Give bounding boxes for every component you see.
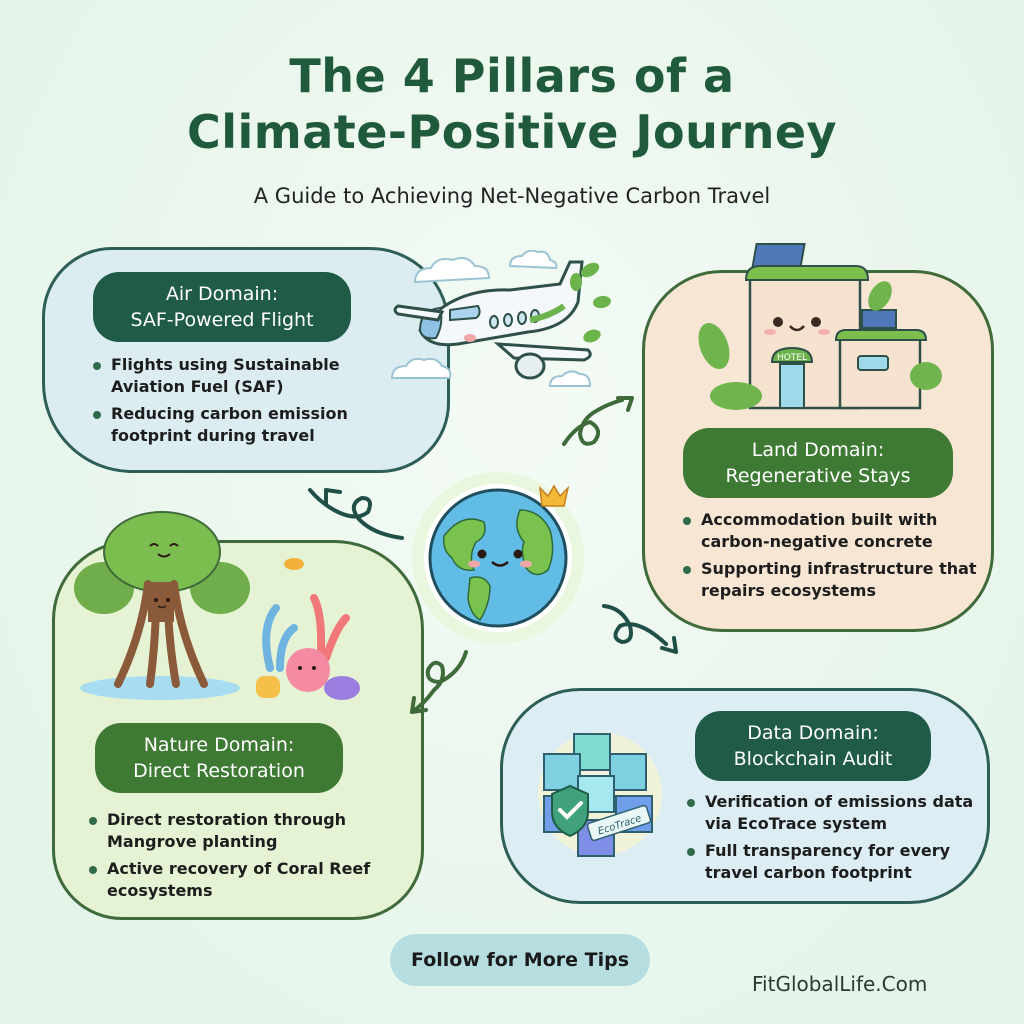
data-bullet: Full transparency for every travel carbo… bbox=[685, 840, 985, 884]
page-subtitle: A Guide to Achieving Net-Negative Carbon… bbox=[253, 184, 771, 208]
air-bullet: Reducing carbon emission footprint durin… bbox=[91, 403, 391, 447]
nature-bullet: Active recovery of Coral Reef ecosystems bbox=[87, 858, 397, 902]
air-bullet: Flights using Sustainable Aviation Fuel … bbox=[91, 354, 391, 398]
nature-bullet-list: Direct restoration through Mangrove plan… bbox=[87, 809, 397, 907]
air-heading-line-2: SAF-Powered Flight bbox=[130, 309, 314, 331]
air-heading-line-1: Air Domain: bbox=[165, 283, 279, 305]
land-bullet: Supporting infrastructure that repairs e… bbox=[681, 558, 981, 602]
page-title: The 4 Pillars of a Climate-Positive Jour… bbox=[0, 48, 1024, 160]
land-heading-line-1: Land Domain: bbox=[751, 439, 885, 461]
land-heading-line-2: Regenerative Stays bbox=[725, 465, 911, 487]
title-line-1: The 4 Pillars of a bbox=[289, 49, 735, 103]
land-bullet: Accommodation built with carbon-negative… bbox=[681, 509, 981, 553]
brand-url: FitGlobalLife.Com bbox=[752, 972, 928, 996]
data-domain-heading: Data Domain: Blockchain Audit bbox=[695, 711, 931, 781]
earth-globe-icon bbox=[412, 472, 584, 644]
title-line-2: Climate-Positive Journey bbox=[186, 105, 838, 159]
follow-button[interactable]: Follow for More Tips bbox=[390, 934, 650, 986]
nature-domain-heading: Nature Domain: Direct Restoration bbox=[95, 723, 343, 793]
mangrove-coral-icon bbox=[74, 511, 360, 700]
svg-text:HOTEL: HOTEL bbox=[777, 353, 807, 363]
hotel-icon: HOTEL bbox=[698, 243, 942, 410]
nature-bullet: Direct restoration through Mangrove plan… bbox=[87, 809, 397, 853]
land-bullet-list: Accommodation built with carbon-negative… bbox=[681, 509, 981, 607]
airplane-icon bbox=[390, 250, 611, 387]
nature-heading-line-1: Nature Domain: bbox=[143, 734, 295, 756]
nature-heading-line-2: Direct Restoration bbox=[133, 760, 305, 782]
air-domain-heading: Air Domain: SAF-Powered Flight bbox=[93, 272, 351, 342]
arrow-to-data bbox=[602, 604, 668, 646]
land-domain-heading: Land Domain: Regenerative Stays bbox=[683, 428, 953, 498]
card-air-domain: Air Domain: SAF-Powered Flight Flights u… bbox=[42, 247, 450, 473]
data-bullet-list: Verification of emissions data via EcoTr… bbox=[685, 791, 985, 889]
data-heading-line-1: Data Domain: bbox=[747, 722, 879, 744]
data-heading-line-2: Blockchain Audit bbox=[733, 748, 893, 770]
air-bullet-list: Flights using Sustainable Aviation Fuel … bbox=[91, 354, 391, 452]
blockchain-shield-icon: EcoTrace bbox=[538, 732, 662, 857]
arrow-to-land bbox=[562, 398, 624, 446]
data-bullet: Verification of emissions data via EcoTr… bbox=[685, 791, 985, 835]
